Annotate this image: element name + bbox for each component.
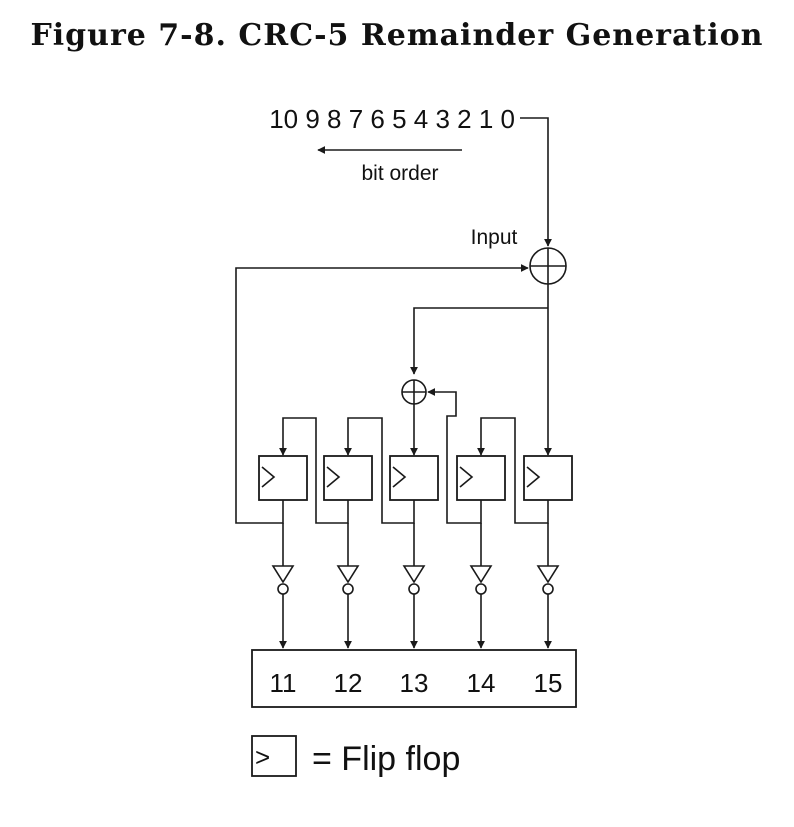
bit-1: 1 xyxy=(472,104,494,134)
legend-symbol-char: > xyxy=(255,742,270,772)
figure-title: Figure 7-8. CRC-5 Remainder Generation xyxy=(30,18,764,53)
flip-flop-13 xyxy=(389,455,439,501)
flip-flop-12 xyxy=(323,455,373,501)
bit-8: 8 xyxy=(320,104,342,134)
bit-10: 10 xyxy=(269,104,298,134)
flip-flop-14 xyxy=(456,455,506,501)
second-xor-gate xyxy=(401,379,427,405)
bit-4: 4 xyxy=(407,104,429,134)
legend: > = Flip flop xyxy=(251,735,460,778)
bit-6: 6 xyxy=(363,104,385,134)
flip-flop-11 xyxy=(258,455,308,501)
feedback-wire xyxy=(235,264,529,524)
inverter-15 xyxy=(536,523,560,649)
legend-text: = Flip flop xyxy=(312,740,460,778)
output-bit-15: 15 xyxy=(534,668,563,698)
output-bit-11: 11 xyxy=(270,668,297,698)
inverter-13 xyxy=(402,523,426,649)
bit-order-label: bit order xyxy=(361,162,438,185)
inverter-11 xyxy=(271,523,295,649)
bit-sequence: 10 9 8 7 6 5 4 3 2 1 0 xyxy=(269,104,515,134)
inverter-14 xyxy=(469,523,493,649)
input-wire xyxy=(520,117,552,247)
crc-output-register xyxy=(251,649,577,708)
output-bit-13: 13 xyxy=(400,668,429,698)
legend-flip-flop-symbol xyxy=(251,735,297,777)
xor-to-second-xor-wire xyxy=(410,307,548,375)
bit-9: 9 xyxy=(298,104,320,134)
bit-7: 7 xyxy=(342,104,364,134)
output-bit-12: 12 xyxy=(334,668,363,698)
input-label: Input xyxy=(471,226,518,249)
inverter-12 xyxy=(336,523,360,649)
bit-2: 2 xyxy=(450,104,472,134)
output-bit-14: 14 xyxy=(467,668,496,698)
bit-5: 5 xyxy=(385,104,407,134)
input-xor-gate xyxy=(529,247,567,285)
bit-3: 3 xyxy=(428,104,450,134)
ff13-to-ff12-wire xyxy=(344,417,415,524)
flip-flop-15 xyxy=(523,455,573,501)
bit-0: 0 xyxy=(493,104,515,134)
ff12-to-ff11-wire xyxy=(279,417,349,524)
ff15-to-ff14-wire xyxy=(477,417,549,524)
